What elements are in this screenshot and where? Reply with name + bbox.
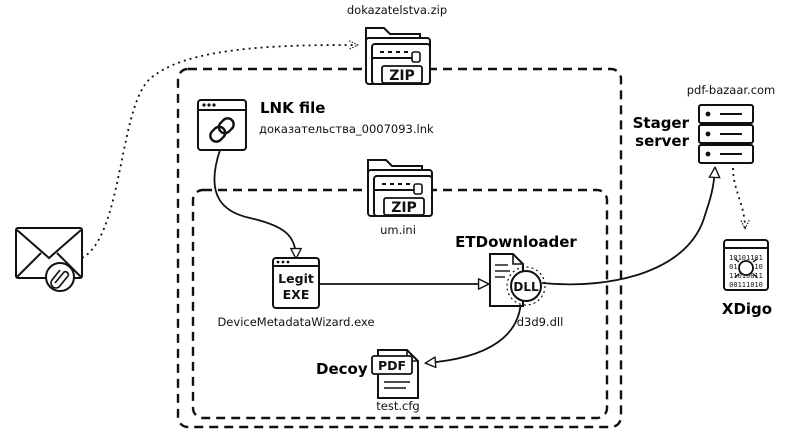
server-title-line1: Stager [633, 114, 690, 132]
lnk-filename: доказательства_0007093.lnk [259, 122, 434, 136]
svg-text:11010011: 11010011 [729, 272, 763, 280]
binary-bug-icon: 10101101 01100110 11010011 00111010 [723, 239, 769, 291]
decoy-filename: test.cfg [376, 399, 419, 413]
exe-icon-label-line2: EXE [283, 287, 310, 302]
server-title-line2: server [635, 132, 689, 150]
inner-zip-badge: ZIP [391, 200, 417, 216]
lnk-file-title: LNK file [260, 99, 325, 117]
svg-text:00111010: 00111010 [729, 281, 763, 289]
dll-filename: d3d9.dll [517, 315, 564, 329]
outer-zip-badge: ZIP [389, 68, 415, 84]
svg-text:10101101: 10101101 [729, 254, 763, 262]
server-rack-icon [698, 104, 754, 164]
dll-to-decoy-flow [426, 297, 522, 363]
pdf-badge: PDF [378, 358, 406, 373]
lnk-to-exe-flow [213, 149, 296, 258]
xdigo-title: XDigo [722, 300, 772, 318]
decoy-title: Decoy [316, 360, 368, 378]
etdownloader-title: ETDownloader [455, 233, 577, 251]
envelope-attachment-icon [15, 227, 83, 292]
lnk-chain-window-icon [197, 99, 247, 151]
outer-zip-folder-icon: ZIP [365, 27, 431, 85]
exe-filename: DeviceMetadataWizard.exe [217, 315, 374, 329]
outer-zip-filename: dokazatelstva.zip [347, 3, 447, 17]
inner-zip-filename: um.ini [380, 223, 416, 237]
email-to-zip-dotted-flow [81, 45, 357, 259]
server-domain: pdf-bazaar.com [687, 83, 776, 97]
dll-to-server-flow [541, 168, 715, 286]
dll-badge: DLL [513, 280, 539, 294]
server-to-xdigo-dotted-flow [732, 167, 745, 228]
pdf-file-icon: PDF [371, 349, 419, 399]
exe-icon-label-line1: Legit [278, 271, 314, 286]
inner-zip-folder-icon: ZIP [367, 159, 433, 217]
exe-window-icon: Legit EXE [272, 257, 320, 309]
dll-file-icon: DLL [489, 253, 546, 307]
